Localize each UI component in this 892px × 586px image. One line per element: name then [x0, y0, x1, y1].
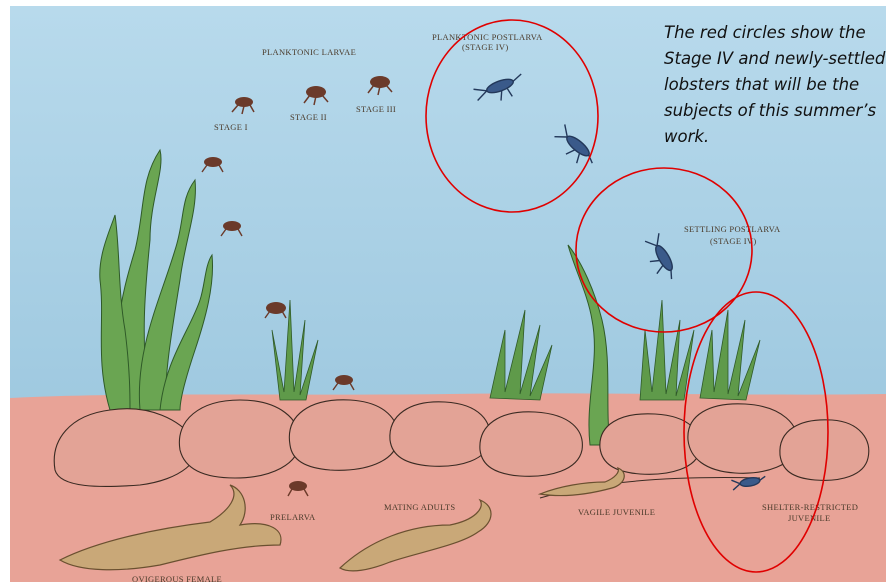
label-prelarva: PRELARVA: [270, 512, 316, 522]
label-planktonic-postlarva-line1: PLANKTONIC POSTLARVA: [432, 32, 543, 42]
label-vagile-juvenile: VAGILE JUVENILE: [578, 507, 655, 517]
label-mating-adults: MATING ADULTS: [384, 502, 455, 512]
label-stage-2: STAGE II: [290, 112, 327, 122]
label-ovigerous-female: OVIGEROUS FEMALE: [132, 574, 222, 584]
label-shelter-restricted-line1: SHELTER-RESTRICTED: [762, 502, 858, 512]
label-shelter-restricted-line2: JUVENILE: [788, 513, 831, 523]
label-planktonic-larvae: PLANKTONIC LARVAE: [262, 47, 356, 57]
label-stage-1: STAGE I: [214, 122, 248, 132]
label-settling-postlarva-line2: (STAGE IV): [710, 236, 756, 246]
label-planktonic-postlarva-line2: (STAGE IV): [462, 42, 508, 52]
label-settling-postlarva-line1: SETTLING POSTLARVA: [684, 224, 781, 234]
annotation-text: The red circles show the Stage IV and ne…: [664, 20, 886, 150]
label-stage-3: STAGE III: [356, 104, 396, 114]
